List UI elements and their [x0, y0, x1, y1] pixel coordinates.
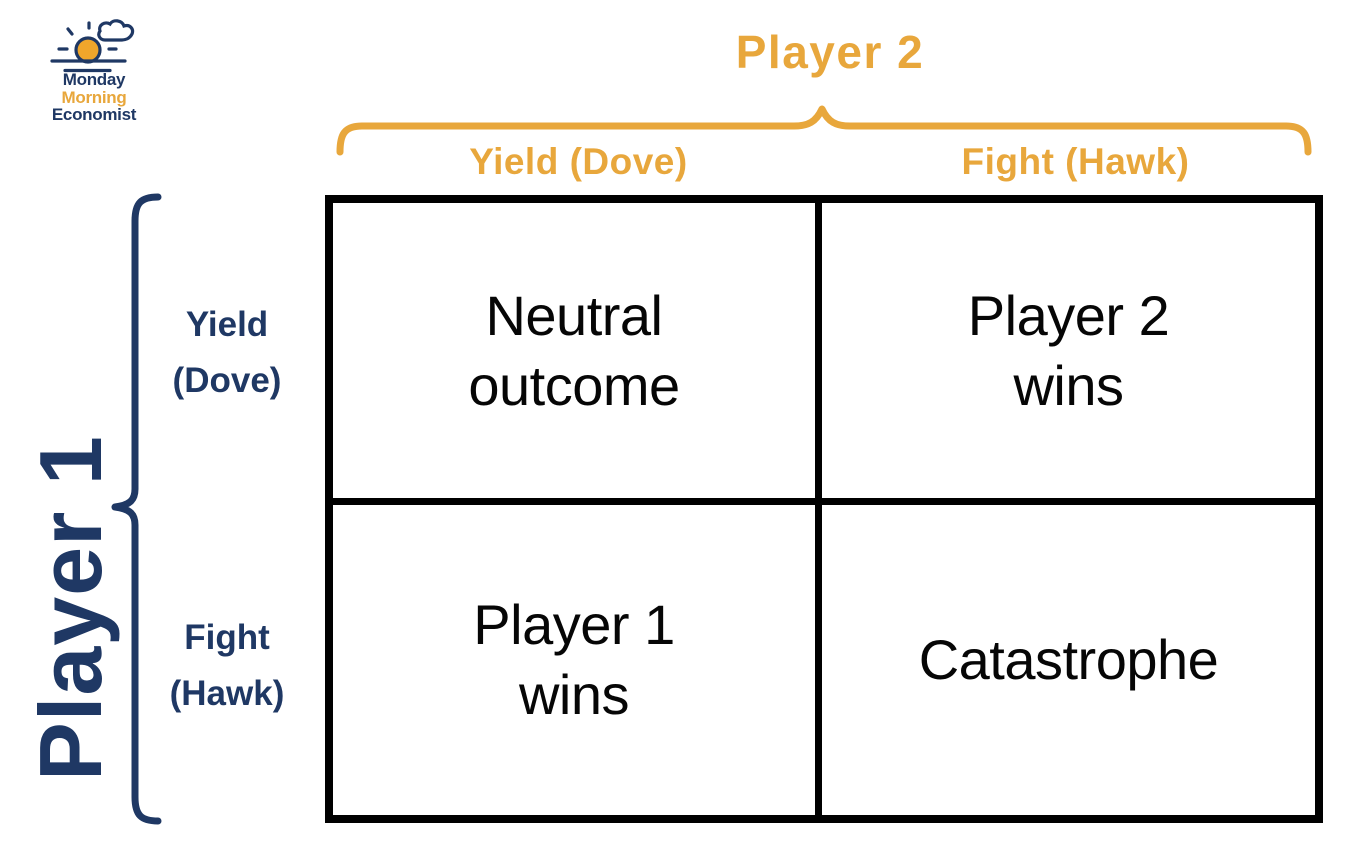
row-header-yield-dove: Yield (Dove): [172, 304, 282, 400]
sunrise-cloud-icon: [50, 19, 135, 73]
cell-fight-yield: Player 1 wins: [333, 505, 822, 815]
cell-yield-fight: Player 2 wins: [822, 203, 1315, 505]
column-header-yield-dove: Yield (Dove): [469, 141, 688, 182]
cell-yield-yield: Neutral outcome: [333, 203, 822, 505]
row-header-fight-hawk: Fight (Hawk): [169, 617, 285, 713]
column-header-fight-hawk: Fight (Hawk): [961, 141, 1190, 182]
logo-line-economist: Economist: [51, 105, 137, 124]
player1-rows-brace: [111, 193, 162, 825]
logo-line-monday: Monday: [62, 70, 126, 89]
cell-fight-fight: Catastrophe: [918, 628, 1219, 691]
payoff-matrix: Neutral outcome Player 2 wins Player 1 w…: [325, 195, 1323, 823]
logo-wordmark: Monday Morning Economist: [28, 71, 160, 124]
player1-title: Player 1: [21, 435, 120, 781]
player2-title: Player 2: [735, 26, 925, 78]
logo-line-morning: Morning: [61, 87, 127, 107]
player2-columns-brace: [336, 105, 1312, 156]
